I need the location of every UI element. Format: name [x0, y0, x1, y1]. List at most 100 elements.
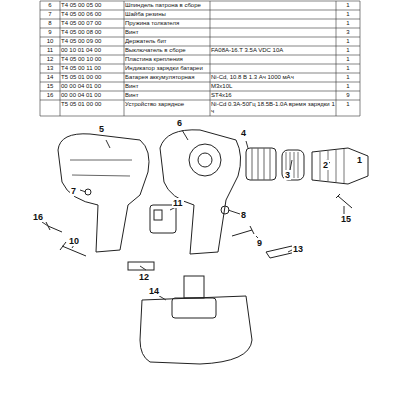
housing-rib	[70, 160, 132, 176]
table-cell: 1	[336, 101, 360, 108]
table-cell: T4 05 00 11 00	[60, 65, 124, 72]
table-cell: 6	[40, 2, 60, 9]
table-cell: 12	[40, 56, 60, 63]
table-cell: 1	[336, 2, 360, 9]
table-line	[40, 37, 360, 38]
motor-shaft	[198, 153, 212, 167]
table-cell: ST4x16	[210, 92, 336, 99]
table-cell: Ni-Cd, 10.8 В 1.3 Ач 1000 мАч	[210, 74, 336, 81]
table-line	[336, 1, 337, 116]
table-cell: Держатель бит	[124, 38, 210, 45]
callout-number: 13	[292, 244, 304, 254]
table-line	[40, 1, 41, 116]
table-cell: T5 05 01 00 00	[60, 101, 124, 108]
callout-number: 10	[68, 236, 80, 246]
table-cell: 1	[336, 11, 360, 18]
chuck-grip	[320, 149, 344, 183]
table-cell: Шайба резины	[124, 11, 210, 18]
table-cell: Пластина крепления	[124, 56, 210, 63]
callout-number: 8	[240, 210, 247, 220]
table-cell: 7	[40, 11, 60, 18]
table-line	[60, 1, 61, 116]
table-line	[40, 73, 360, 74]
table-cell: FA08A-16.T 3.5A VDC 10A	[210, 47, 336, 54]
table-line	[360, 1, 361, 116]
table-cell: 1	[336, 56, 360, 63]
table-cell: 00 00 04 01 00	[60, 83, 124, 90]
chuck	[312, 148, 368, 184]
plate	[128, 262, 154, 270]
table-cell: 14	[40, 74, 60, 81]
table-cell: 3	[336, 29, 360, 36]
screw	[336, 194, 352, 208]
leader-line	[42, 130, 360, 300]
table-cell: 00 10 01 04 00	[60, 47, 124, 54]
table-cell: Винт	[124, 92, 210, 99]
table-cell: M3x10L	[210, 83, 336, 90]
callout-number: 6	[176, 118, 183, 128]
callout-number: 11	[172, 198, 184, 208]
table-cell: Винт	[124, 83, 210, 90]
table-cell: T4 05 00 05 00	[60, 2, 124, 9]
callout-number: 1	[356, 155, 363, 165]
table-cell: T4 05 00 07 00	[60, 20, 124, 27]
table-cell: T4 05 00 10 00	[60, 56, 124, 63]
table-cell: 13	[40, 65, 60, 72]
table-cell: 16	[40, 92, 60, 99]
housing-half	[58, 134, 149, 252]
table-cell: T5 05 01 00 00	[60, 74, 124, 81]
table-line	[40, 116, 360, 117]
table-cell: Ni-Cd 0.3A-50Гц 18.5В-1.0A время зарядки…	[210, 101, 336, 115]
table-cell: Винт	[124, 29, 210, 36]
table-line	[40, 46, 360, 47]
callout-number: 3	[284, 170, 291, 180]
table-line	[40, 64, 360, 65]
table-cell: 1	[336, 47, 360, 54]
battery-stem	[184, 276, 204, 298]
callout-number: 7	[70, 186, 77, 196]
callout-number: 2	[322, 160, 329, 170]
table-cell: T4 05 00 08 00	[60, 29, 124, 36]
table-cell: Устройство зарядное	[124, 101, 210, 108]
table-line	[40, 10, 360, 11]
gearbox-ribs	[252, 148, 270, 180]
table-line	[40, 1, 360, 2]
table-cell: 8	[40, 20, 60, 27]
table-cell: T4 05 00 09 00	[60, 38, 124, 45]
table-cell: 1	[336, 38, 360, 45]
table-cell: 9	[40, 29, 60, 36]
callout-number: 15	[340, 214, 352, 224]
table-line	[40, 91, 360, 92]
table-line	[40, 55, 360, 56]
callout-number: 5	[98, 124, 105, 134]
table-line	[40, 82, 360, 83]
battery-terminal	[172, 298, 216, 318]
table-line	[124, 1, 125, 116]
table-line	[40, 19, 360, 20]
housing-half	[160, 130, 241, 254]
table-cell: 15	[40, 83, 60, 90]
callout-number: 14	[148, 286, 160, 296]
table-cell: 10	[40, 38, 60, 45]
trigger	[154, 210, 162, 220]
table-cell: 00 00 04 01 00	[60, 92, 124, 99]
table-cell: 1	[336, 83, 360, 90]
table-cell: 9	[336, 92, 360, 99]
table-cell: Шпиндель патрона в сборе	[124, 2, 210, 9]
table-line	[210, 1, 211, 116]
screw	[232, 226, 254, 236]
spring	[221, 206, 229, 214]
table-cell: 1	[336, 65, 360, 72]
table-cell: Выключатель в сборе	[124, 47, 210, 54]
table-cell: 1	[336, 20, 360, 27]
table-line	[40, 100, 360, 101]
table-cell: 11	[40, 47, 60, 54]
callout-number: 9	[256, 238, 263, 248]
table-cell: 1	[336, 74, 360, 81]
table-line	[40, 28, 360, 29]
clutch-ring	[282, 150, 304, 180]
callout-number: 16	[32, 212, 44, 222]
table-cell: Батарея аккумуляторная	[124, 74, 210, 81]
